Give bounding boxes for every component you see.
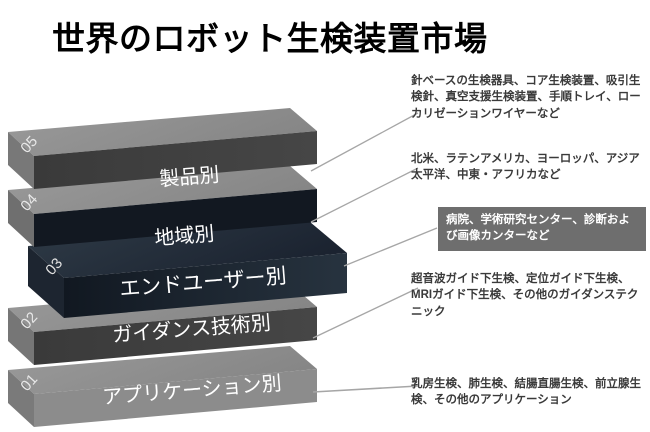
connector-line-01 bbox=[312, 385, 419, 393]
callout-guidance: 超音波ガイド下生検、定位ガイド下生検、MRIガイド下生検、その他のガイダンステク… bbox=[411, 273, 639, 318]
layer-03-side-face bbox=[28, 246, 64, 318]
callout-product: 針ベースの生検器具、コア生検装置、吸引生検針、真空支援生検装置、手順トレイ、ロー… bbox=[411, 75, 641, 120]
layer-04-top-face bbox=[8, 166, 317, 214]
layer-01-front-face bbox=[34, 369, 317, 427]
layer-04-side-face bbox=[8, 190, 34, 247]
callout-application: 乳房生検、肺生検、結腸直腸生検、前立腺生検、その他のアプリケーション bbox=[411, 378, 641, 407]
layer-04-label: 地域別 bbox=[154, 222, 216, 250]
layer-slab-01[interactable]: 01 アプリケーション別 bbox=[8, 346, 317, 427]
layer-01-top-face bbox=[8, 346, 317, 394]
callout-end-user: 病院、学術研究センター、診断および画像カンターなど bbox=[438, 207, 646, 251]
layer-slab-05[interactable]: 05 製品別 bbox=[8, 108, 317, 191]
connector-line-04 bbox=[310, 167, 419, 223]
connector-line-05 bbox=[310, 112, 419, 172]
layer-03-front-face bbox=[64, 253, 347, 318]
page-title: 世界のロボット生検装置市場 bbox=[52, 20, 488, 57]
layer-03-top-face bbox=[28, 222, 347, 278]
layer-05-front-face bbox=[34, 131, 317, 189]
callout-region: 北米、ラテンアメリカ、ヨーロッパ、アジア太平洋、中東・アフリカなど bbox=[411, 153, 640, 182]
layer-01-side-face bbox=[8, 370, 34, 427]
layer-02-front-face bbox=[34, 307, 317, 365]
layer-05-label: 製品別 bbox=[159, 163, 221, 191]
layer-slab-04[interactable]: 04 地域別 bbox=[8, 166, 317, 250]
connector-line-02 bbox=[312, 287, 419, 339]
layer-04-front-face bbox=[34, 189, 317, 247]
connector-line-03 bbox=[343, 227, 438, 267]
layer-05-side-face bbox=[8, 132, 34, 189]
layer-02-side-face bbox=[8, 308, 34, 365]
layer-slab-03[interactable]: 03 エンドユーザー別 bbox=[28, 222, 347, 318]
layer-05-top-face bbox=[8, 108, 317, 156]
